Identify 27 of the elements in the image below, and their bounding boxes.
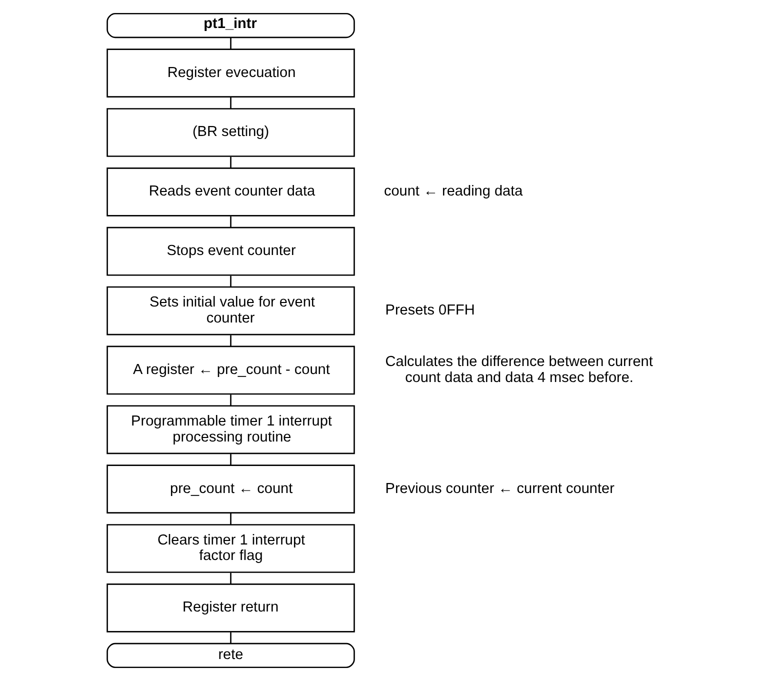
connector (230, 38, 231, 49)
connector (230, 335, 231, 346)
connector (230, 572, 231, 584)
connector (230, 394, 231, 406)
node-box: Programmable timer 1 interrupt processing routine (106, 405, 354, 454)
node-box: A register ← pre_count - count (106, 346, 354, 395)
node-box: (BR setting) (106, 108, 354, 157)
node-box: Stops event counter (106, 226, 354, 276)
connector (230, 156, 231, 168)
node-box: rete (106, 642, 354, 668)
connector (230, 216, 231, 228)
connector (230, 514, 231, 525)
node-box: pre_count ← count (106, 464, 354, 514)
connector (230, 632, 231, 644)
node-box: pt1_intr (106, 12, 354, 38)
node-box: Register return (106, 584, 354, 632)
node-label: Calculates the difference between current count data and data 4 msec before. (384, 354, 652, 386)
connector (230, 98, 231, 109)
node-label: Presets 0FFH (384, 302, 474, 318)
node-label: Previous counter ← current counter (384, 480, 614, 497)
connector (230, 454, 231, 466)
node-box: Sets initial value for event counter (106, 286, 354, 336)
node-box: Register evecuation (106, 48, 354, 98)
node-label: count ← reading data (383, 184, 522, 200)
node-box: Reads event counter data (106, 168, 354, 216)
connector (230, 276, 231, 287)
node-box: Clears timer 1 interrupt factor flag (106, 524, 354, 573)
